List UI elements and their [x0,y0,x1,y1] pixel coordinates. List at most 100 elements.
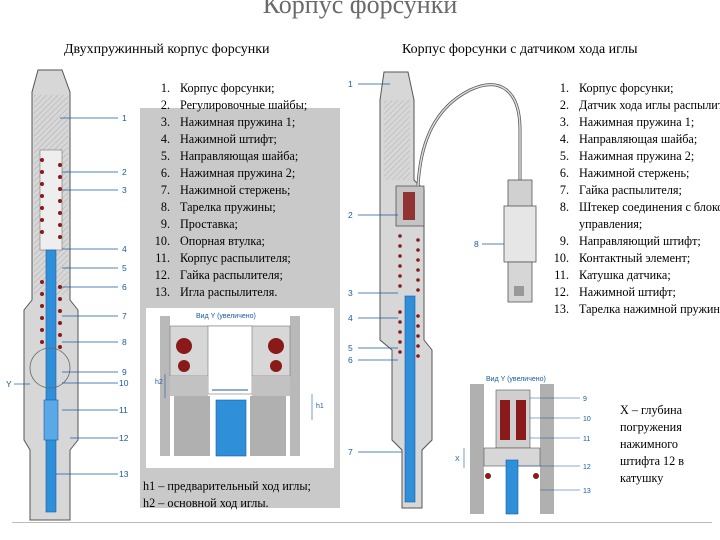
right-callout-5: 5 [348,343,353,353]
legend-item: 13. Тарелка нажимной пружины 1. [554,301,720,318]
legend-item-text: Гайка распылителя; [180,268,283,282]
right-needle [404,295,416,503]
legend-item-text: Штекер соединения с блоком управления; [579,200,720,231]
h1-note: h1 – предварительный ход иглы; [143,479,311,493]
h2-note: h2 – основной ход иглы. [143,496,269,510]
left-spring-1 [40,158,62,239]
legend-item: 7.Нажимной стержень; [161,182,380,199]
legend-item: 4.Нажимной штифт; [161,131,380,148]
left-needle [45,249,57,513]
left-y-label: Y [6,379,12,389]
legend-item-number: 6. [160,166,170,180]
legend-item-text: Тарелка нажимной пружины 1. [579,302,720,316]
legend-item-number: 9. [160,217,170,231]
left-legend: 1. Корпус форсунки; 2.Регулировочные шайбы… [142,80,380,301]
legend-item-number: 13. [154,285,170,299]
legend-item: 10. Опорная втулка; [155,233,380,250]
right-callouts: 1 2 3 4 5 6 7 8 [348,79,479,457]
legend-item: 7.Гайка распылителя; [560,182,720,199]
legend-item-number: 10. [553,251,569,265]
legend-item-text: Нажимная пружина 1; [579,115,695,129]
right-callout-4: 4 [348,313,353,323]
legend-item: 12.Нажимной штифт; [554,284,720,301]
right-callout-1: 1 [348,79,353,89]
right-spring-2 [398,310,420,358]
legend-item: 1. Корпус форсунки; [161,80,380,97]
legend-item-number: 3. [160,115,170,129]
left-callout-8: 8 [122,337,127,347]
right-spring-1 [398,234,420,292]
right-detail-title: Вид Y (увеличено) [486,376,546,383]
left-callouts: 1 2 3 4 5 6 7 8 9 10 11 12 13 Y [6,113,129,479]
legend-item-number: 2. [559,98,569,112]
right-subtitle: Корпус форсунки с датчиком хода иглы [402,42,638,57]
left-callout-7: 7 [122,311,127,321]
legend-item-text: Контактный элемент; [579,251,691,265]
legend-item-number: 4. [559,132,569,146]
legend-item-number: 1. [559,81,569,95]
left-spring-2 [40,280,62,349]
left-callout-10: 10 [119,378,129,388]
legend-item-number: 3. [559,115,569,129]
right-callout-3: 3 [348,288,353,298]
h2-label: h2 [155,379,163,386]
right-callout-6: 6 [348,355,353,365]
right-injector-drawing [358,71,537,509]
left-callout-2: 2 [122,167,127,177]
right-callout-2: 2 [348,210,353,220]
left-callout-6: 6 [122,282,127,292]
legend-item-text: Нажимная пружина 1; [180,115,296,129]
left-detail-title: Вид Y (увеличено) [196,313,256,320]
legend-item: 3. Нажимная пружина 1; [161,114,380,131]
legend-item-text: Опорная втулка; [180,234,265,248]
legend-item: 2.Датчик хода иглы распылителя; [560,97,720,114]
right-callout-7: 7 [348,447,353,457]
legend-item: 6. Нажимная пружина 2; [161,165,380,182]
legend-item-text: Гайка распылителя; [579,183,682,197]
legend-item: 2.Регулировочные шайбы; [161,97,380,114]
legend-item-text: Тарелка пружины; [180,200,276,214]
legend-item-text: Корпус распылителя; [180,251,291,265]
legend-item-text: Корпус форсунки; [579,81,674,95]
legend-item-text: Нажимная пружина 2; [180,166,296,180]
legend-item: 1. Корпус форсунки; [560,80,720,97]
x-label: X [455,456,460,463]
legend-item-number: 8. [559,200,569,214]
right-legend: 1. Корпус форсунки; 2.Датчик хода иглы рас… [541,80,720,318]
left-callout-1: 1 [122,113,127,123]
page-title: Корпус форсунки [262,0,458,19]
legend-item: 8.Тарелка пружины; [161,199,380,216]
legend-item-text: Направляющая шайба; [579,132,698,146]
legend-item: 13.Игла распылителя. [155,284,380,301]
legend-item-number: 6. [559,166,569,180]
legend-item: 6. Нажимной стержень; [560,165,720,182]
legend-item-text: Направляющая шайба; [180,149,299,163]
left-callout-11: 11 [119,405,128,415]
left-callout-4: 4 [122,244,127,254]
slide-frame [12,30,712,523]
legend-item-number: 13. [553,302,569,316]
legend-item-number: 2. [160,98,170,112]
right-callout-8: 8 [474,239,479,249]
legend-item: 3. Нажимная пружина 1; [560,114,720,131]
legend-item-number: 1. [160,81,170,95]
legend-item-text: Нажимной стержень; [579,166,690,180]
x-depth-note: X – глубина погружения нажимного штифта … [620,403,685,485]
legend-item-number: 10. [154,234,170,248]
legend-item-text: Корпус форсунки; [180,81,275,95]
legend-item-text: Нажимная пружина 2; [579,149,695,163]
left-detail-view: Вид Y (увеличено) h2 h1 [155,313,324,457]
right-detail-callout-10: 10 [583,416,591,423]
legend-item: 11.Катушка датчика; [554,267,720,284]
legend-item-text: Нажимной штифт; [180,132,277,146]
legend-item-text: Нажимной стержень; [180,183,291,197]
legend-item-number: 5. [160,149,170,163]
legend-item: 11.Корпус распылителя; [155,250,380,267]
legend-item: 4. Направляющая шайба; [560,131,720,148]
left-callout-13: 13 [119,469,129,479]
legend-item-text: Направляющий штифт; [579,234,701,248]
legend-item-text: Нажимной штифт; [579,285,676,299]
legend-item: 8. Штекер соединения с блоком управления; [560,199,720,233]
right-detail-callout-11: 11 [583,436,590,443]
